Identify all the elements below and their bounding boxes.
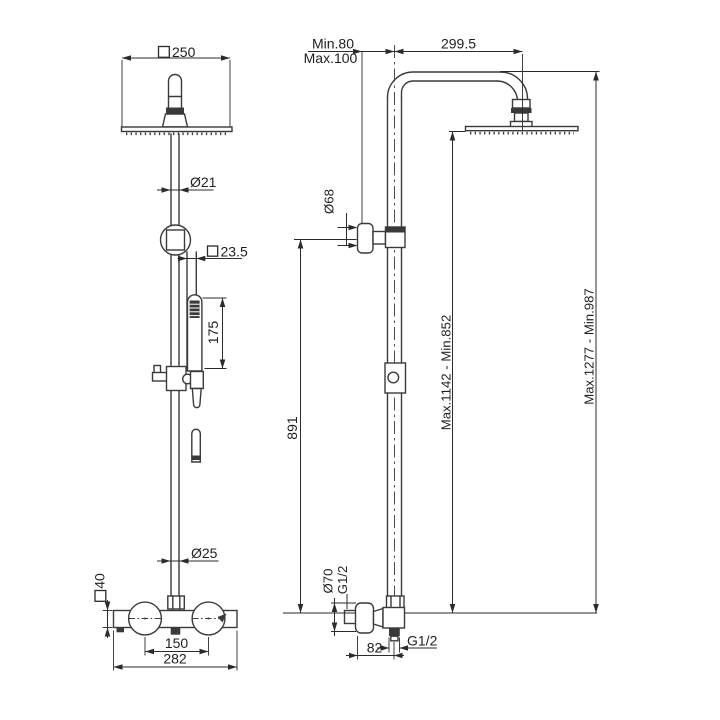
side-view [343,45,579,642]
dim-head-width: 250 [121,44,231,127]
dim-wall-distance: Min.80 Max.100 [304,36,395,66]
dim-bracket-diameter: Ø68 [322,189,358,249]
square-symbol-icon [206,245,219,257]
dim-outlet-thread: G1/2 [377,633,438,653]
dim-arm-reach: 299.5 [394,36,523,131]
dim-label-head-width: 250 [172,44,196,60]
dim-label-wall-to-outlet: 82 [367,640,383,656]
hose-connector-piece [191,428,201,463]
dim-rail-size: 23.5 [177,244,248,262]
overhead-shower-front [120,126,233,136]
dim-label-bracket-diameter: Ø68 [322,189,337,214]
slider-clamp-side [384,362,407,394]
handshower [186,294,203,372]
dim-label-handshower-length: 175 [205,321,221,345]
dim-pipe-upper-diameter: Ø21 [157,174,217,193]
dim-label-valve-width: 282 [163,651,187,667]
dim-handshower-length: 175 [202,297,227,369]
square-symbol-icon [94,589,107,602]
dim-label-outlet-thread: G1/2 [407,633,438,649]
side-view-dimensions: Min.80 Max.100 299.5 Ø68 [283,36,600,660]
valve-body-front [112,601,238,636]
riser-pipe-side [386,71,529,608]
slider-holder [151,364,205,409]
dim-label-inlet-spacing: 150 [165,635,189,651]
dim-label-arm-reach: 299.5 [441,36,476,52]
dim-total-height-range: Max.1277 - Min.987 [500,71,600,613]
standpipe [170,133,180,597]
dim-head-height-range: Max.1142 - Min.852 [439,131,466,613]
front-view [112,73,238,636]
dim-label-bracket-to-valve: 891 [284,416,300,440]
square-symbol-icon [157,45,170,58]
dim-label-wall-distance-min: Min.80 [312,36,354,52]
dim-escutcheon-inlet: Ø70 G1/2 [321,566,356,636]
dim-label-escutcheon-diameter: Ø70 [321,569,336,594]
valve-side [343,602,406,642]
dim-inlet-spacing: 150 [144,635,209,656]
dim-label-pipe-lower-diameter: Ø25 [191,545,218,561]
front-view-dimensions: 250 Ø21 23.5 175 [92,44,248,671]
rail-swivel-ring [159,224,192,256]
pipe-nut-side [385,595,405,609]
wall-bracket-side [356,222,406,254]
dim-label-total-height-range: Max.1277 - Min.987 [582,288,597,405]
dim-wall-to-outlet: 82 [346,636,404,660]
overhead-shower-side [464,125,579,135]
dim-pipe-lower-diameter: Ø25 [157,545,219,564]
dim-label-valve-height: 40 [92,573,108,589]
dim-label-wall-distance-max: Max.100 [304,50,358,66]
dim-label-pipe-upper-diameter: Ø21 [190,174,217,190]
dim-label-head-height-range: Max.1142 - Min.852 [439,315,454,431]
dim-bracket-to-valve: 891 [284,239,357,613]
valve-detail-mark [217,613,227,623]
dim-valve-width: 282 [113,630,238,671]
dim-valve-height: 40 [92,573,113,638]
dim-label-rail-size: 23.5 [221,244,248,260]
dim-label-inlet-thread: G1/2 [335,566,350,595]
pipe-nut-front [167,595,186,610]
